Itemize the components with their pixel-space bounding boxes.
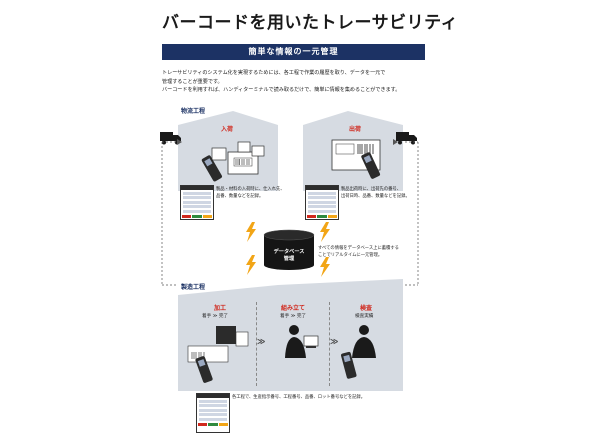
- divider: [256, 302, 257, 386]
- shipping-desc-line: 出荷日時、品番、数量などを記録。: [341, 194, 410, 199]
- manufacturing-footer-desc: 各工程で、生産指示番号、工程番号、品番、ロット番号などを記録。: [232, 395, 366, 400]
- logistics-label: 物流工程: [181, 108, 206, 115]
- inspection-sub: 検査実績: [355, 314, 374, 319]
- database-desc-line: ことでリアルタイムに一元管理。: [318, 253, 383, 258]
- receiving-desc-line: 品番、数量などを記録。: [216, 194, 264, 199]
- receiving-description: 製品・材料の入荷時に、仕入れ先、 品番、数量などを記録。: [216, 186, 285, 200]
- shipping-label: 出荷: [348, 126, 361, 133]
- assembly-sub: 着手 ≫ 完了: [280, 314, 307, 319]
- shipping-terminal-screen: [305, 185, 339, 220]
- receiving-label: 入荷: [220, 126, 233, 133]
- flow-arrow: ≫: [330, 337, 339, 346]
- shipping-desc-line: 製品出荷時に、出荷先の番号、: [341, 187, 402, 192]
- lightning-bolt-icon: [320, 257, 330, 277]
- assembly-label: 組み立て: [280, 305, 305, 312]
- receiving-illustration: [201, 141, 265, 182]
- database-label-line: 管理: [283, 256, 295, 262]
- manufacturing-terminal-screen: [196, 393, 230, 433]
- processing-label: 加工: [213, 305, 226, 312]
- intro-text: トレーサビリティのシステム化を実現するためには、各工程で作業の履歴を取り、データ…: [162, 69, 428, 95]
- shipping-description: 製品出荷時に、出荷先の番号、 出荷日時、品番、数量などを記録。: [341, 186, 410, 200]
- database-label-line: データベース: [273, 249, 305, 255]
- flow-arrow: ≫: [257, 337, 266, 346]
- intro-line: バーコードを利用すれば、ハンディターミナルで読み取るだけで、簡単に情報を集めるこ…: [162, 87, 401, 94]
- flow-lines: [161, 139, 419, 286]
- database-icon: [263, 229, 315, 270]
- inspection-worker-illustration: [341, 325, 376, 379]
- shipping-illustration: [331, 139, 381, 179]
- receiving-terminal-screen: [180, 185, 214, 220]
- inspection-label: 検査: [359, 305, 372, 312]
- page-title: バーコードを用いたトレーサビリティ: [162, 13, 459, 33]
- database-description: すべての情報をデータベース上に蓄積する ことでリアルタイムに一元管理。: [318, 245, 399, 259]
- intro-line: 管理することが重要です。: [162, 78, 223, 85]
- assembly-worker-illustration: [285, 325, 319, 358]
- divider: [329, 302, 330, 386]
- manufacturing-label: 製造工程: [181, 284, 206, 291]
- factory-roof: [178, 279, 403, 299]
- processing-sub: 着手 ≫ 完了: [202, 314, 229, 319]
- receiving-desc-line: 製品・材料の入荷時に、仕入れ先、: [216, 187, 285, 192]
- outbound-truck-icon: [396, 132, 417, 145]
- section-heading: 簡単な情報の一元管理: [162, 44, 425, 60]
- processing-illustration: [187, 326, 249, 383]
- lightning-bolt-icon: [320, 222, 330, 242]
- database-desc-line: すべての情報をデータベース上に蓄積する: [318, 246, 399, 251]
- lightning-bolt-icon: [246, 222, 256, 242]
- intro-line: トレーサビリティのシステム化を実現するためには、各工程で作業の履歴を取り、データ…: [162, 70, 386, 76]
- lightning-bolt-icon: [246, 255, 256, 275]
- database-label: データベース 管理: [264, 249, 314, 263]
